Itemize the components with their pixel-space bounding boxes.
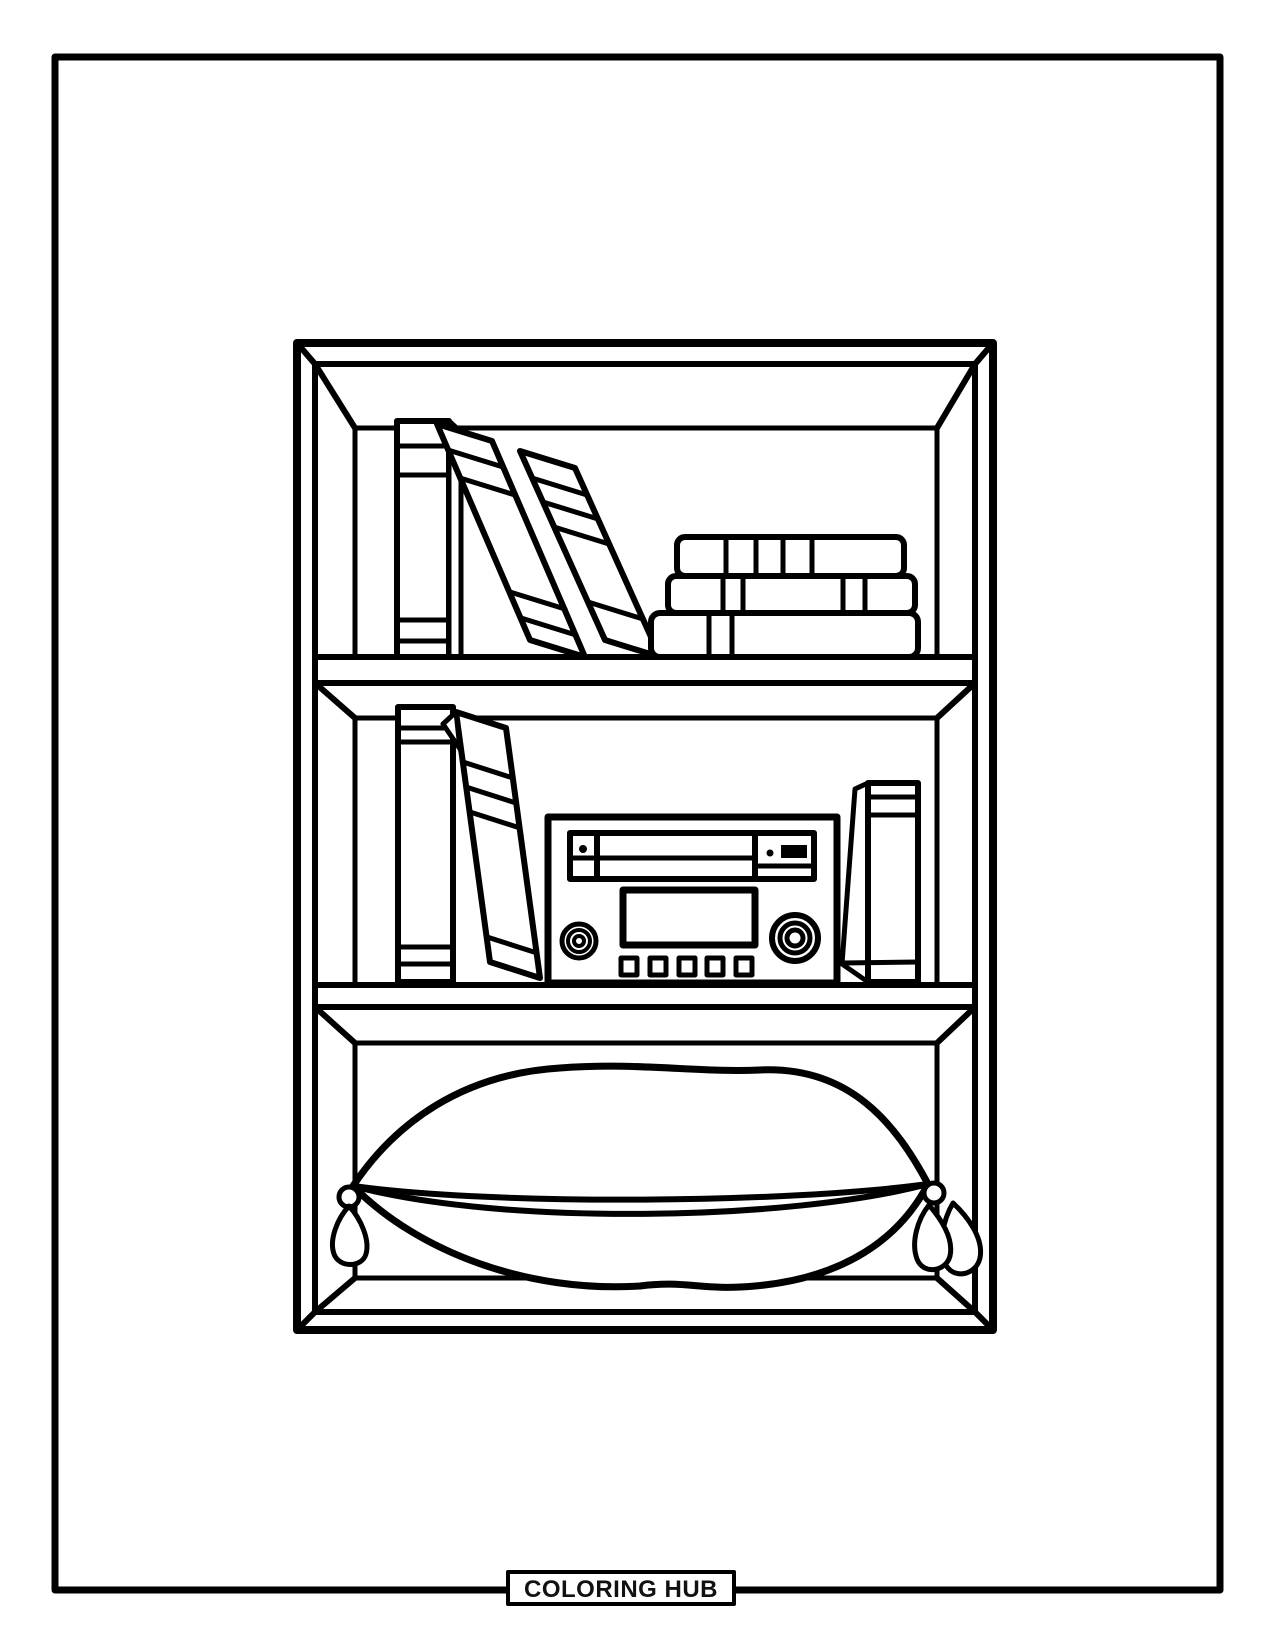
middle-shelf-items xyxy=(395,704,921,987)
stereo-knob-right xyxy=(769,912,821,964)
footer-label: COLORING HUB xyxy=(506,1570,736,1606)
slot-window xyxy=(781,845,807,858)
stereo-display xyxy=(619,886,759,949)
pillow-seam-upper xyxy=(350,1181,931,1203)
stack-book-top xyxy=(674,534,907,579)
middle-shelf-vertical-book xyxy=(395,704,456,985)
stereo-buttons xyxy=(618,955,755,978)
stack-book-middle xyxy=(665,573,918,616)
footer-brand-text: COLORING HUB xyxy=(524,1576,718,1603)
top-shelf-interior xyxy=(312,361,978,660)
tassel-drop-left xyxy=(330,1203,370,1267)
pillow xyxy=(330,1062,984,1291)
pillow-body xyxy=(349,1062,932,1291)
power-dot xyxy=(766,849,774,857)
shelf-inner-frame xyxy=(312,361,978,1315)
book-stack xyxy=(648,534,921,660)
frame-corner-bevels xyxy=(294,340,996,1333)
pillow-tassels-left xyxy=(330,1184,370,1267)
stereo-knob-left xyxy=(559,921,599,961)
top-shelf-items xyxy=(394,418,921,660)
footer-label-box xyxy=(506,1570,736,1606)
top-shelf-vertical-book xyxy=(394,418,464,660)
shelf-board-1 xyxy=(312,654,978,686)
stack-book-bottom xyxy=(648,610,921,660)
tassel-drop-right-inner xyxy=(912,1202,954,1272)
stereo xyxy=(544,813,841,987)
middle-shelf-right-book xyxy=(839,780,921,985)
stereo-disc-slot xyxy=(567,830,817,882)
shelf-outer-frame xyxy=(293,339,997,1334)
shelf-board-2 xyxy=(312,982,978,1010)
tassel-knot-right xyxy=(921,1180,947,1206)
pillow-tassels-right xyxy=(912,1200,984,1277)
pillow-seam-lower xyxy=(350,1181,931,1217)
eject-dot xyxy=(579,845,587,853)
middle-shelf-leaning-book xyxy=(440,709,543,981)
